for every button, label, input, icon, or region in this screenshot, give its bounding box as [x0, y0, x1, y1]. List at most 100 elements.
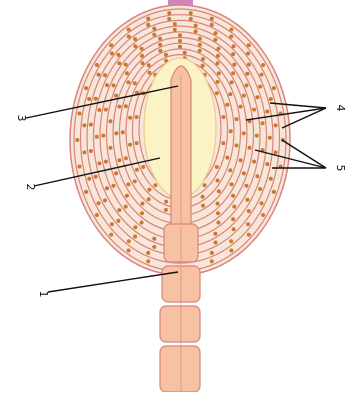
- granule-dot: [274, 150, 278, 154]
- granule-dot: [124, 63, 128, 67]
- label-1: 1: [37, 291, 50, 298]
- granule-dot: [214, 241, 218, 245]
- granule-dot: [178, 45, 182, 49]
- granule-dot: [158, 43, 162, 47]
- granule-dot: [114, 171, 118, 175]
- granule-dot: [229, 28, 233, 32]
- granule-dot: [216, 202, 220, 206]
- granule-dot: [97, 161, 101, 165]
- granule-dot: [78, 165, 82, 169]
- granule-dot: [121, 130, 125, 134]
- granule-dot: [261, 63, 265, 67]
- granule-dot: [135, 168, 139, 172]
- granule-dot: [101, 134, 105, 138]
- granule-dot: [242, 171, 246, 175]
- granule-dot: [135, 141, 139, 145]
- granule-dot: [198, 43, 202, 47]
- granule-dot: [203, 183, 207, 187]
- granule-dot: [97, 73, 101, 77]
- granule-dot: [221, 115, 225, 119]
- granule-dot: [261, 121, 265, 125]
- label-3: 3: [15, 115, 28, 122]
- granule-dot: [228, 92, 232, 96]
- granule-dot: [109, 233, 113, 237]
- granule-dot: [230, 182, 234, 186]
- granule-dot: [147, 71, 151, 75]
- granule-dot: [146, 23, 150, 27]
- granule-dot: [274, 123, 278, 127]
- granule-dot: [110, 52, 114, 56]
- granule-dot: [246, 222, 250, 226]
- granule-dot: [235, 144, 239, 148]
- granule-dot: [117, 208, 121, 212]
- granule-dot: [140, 221, 144, 225]
- leader-line-1: [48, 272, 178, 292]
- granule-dot: [78, 112, 82, 116]
- granule-dot: [183, 51, 187, 55]
- granule-dot: [116, 53, 120, 57]
- granule-dot: [87, 97, 91, 101]
- granule-dot: [217, 71, 221, 75]
- granule-dot: [201, 195, 205, 199]
- granule-dot: [84, 190, 88, 194]
- granule-dot: [125, 194, 129, 198]
- granule-dot: [216, 61, 220, 65]
- granule-dot: [127, 28, 131, 32]
- granule-dot: [272, 86, 276, 90]
- granule-dot: [189, 11, 193, 15]
- granule-dot: [213, 38, 217, 42]
- granule-dot: [260, 73, 264, 77]
- granule-dot: [114, 94, 118, 98]
- granule-dot: [246, 52, 250, 56]
- granule-dot: [231, 194, 235, 198]
- granule-dot: [97, 108, 101, 112]
- granule-dot: [225, 156, 229, 160]
- granule-dot: [125, 71, 129, 75]
- granule-dot: [109, 43, 113, 47]
- granule-dot: [231, 52, 235, 56]
- granule-dot: [152, 237, 156, 241]
- granule-dot: [258, 187, 262, 191]
- granule-dot: [210, 251, 214, 255]
- granule-dot: [94, 175, 98, 179]
- granule-dot: [153, 183, 157, 187]
- granule-dot: [133, 44, 137, 48]
- granule-dot: [167, 11, 171, 15]
- granule-dot: [216, 54, 220, 58]
- granule-dot: [252, 160, 256, 164]
- granule-dot: [109, 146, 113, 150]
- granule-dot: [269, 177, 273, 181]
- granule-dot: [189, 17, 193, 21]
- granule-dot: [94, 97, 98, 101]
- granule-dot: [105, 83, 109, 87]
- granule-dot: [216, 211, 220, 215]
- granule-dot: [158, 49, 162, 53]
- granule-dot: [133, 225, 137, 229]
- granule-dot: [128, 143, 132, 147]
- granule-dot: [103, 73, 107, 77]
- granule-dot: [221, 141, 225, 145]
- granule-dot: [140, 54, 144, 58]
- granule-dot: [194, 29, 198, 33]
- granule-dot: [110, 222, 114, 226]
- granule-dot: [239, 105, 243, 109]
- granule-dot: [104, 160, 108, 164]
- granule-dot: [268, 136, 272, 140]
- label-4: 4: [334, 105, 347, 112]
- granule-dot: [265, 110, 269, 114]
- granule-dot: [210, 259, 214, 263]
- granule-dot: [269, 97, 273, 101]
- granule-dot: [235, 117, 239, 121]
- granule-dot: [255, 134, 259, 138]
- granule-dot: [217, 189, 221, 193]
- granule-dot: [124, 104, 128, 108]
- myelin-segment-4: [160, 346, 200, 392]
- granule-dot: [201, 57, 205, 61]
- granule-dot: [245, 72, 249, 76]
- granule-dot: [146, 251, 150, 255]
- granule-dot: [229, 249, 233, 253]
- granule-dot: [127, 239, 131, 243]
- granule-dot: [114, 131, 118, 135]
- granule-dot: [133, 179, 137, 183]
